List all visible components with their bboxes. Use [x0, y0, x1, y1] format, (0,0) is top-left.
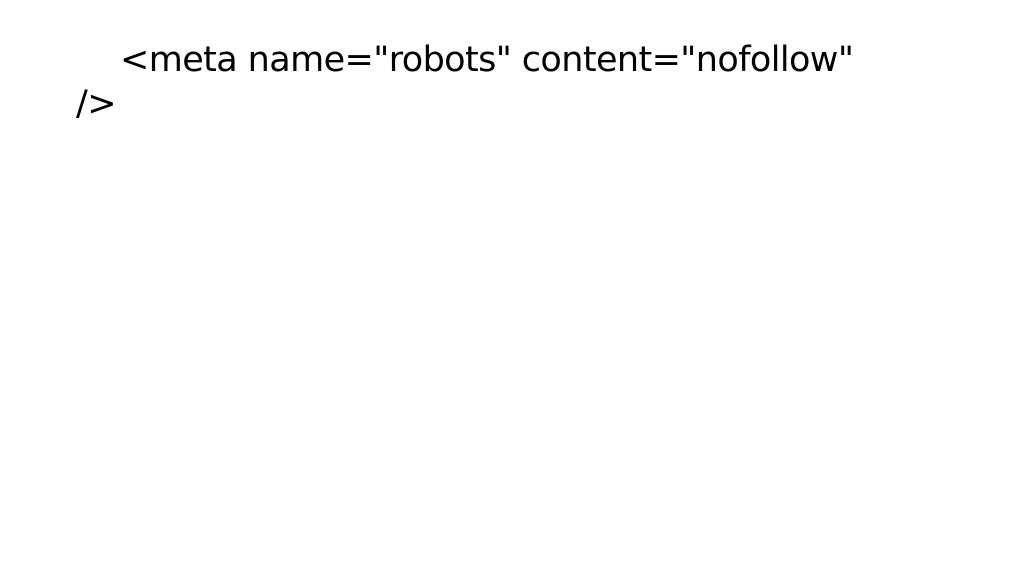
slide-body-text: <meta name="robots" content="nofollow" /… [76, 38, 946, 126]
code-line-2: /> [76, 84, 117, 124]
code-line-1: <meta name="robots" content="nofollow" [120, 40, 854, 80]
